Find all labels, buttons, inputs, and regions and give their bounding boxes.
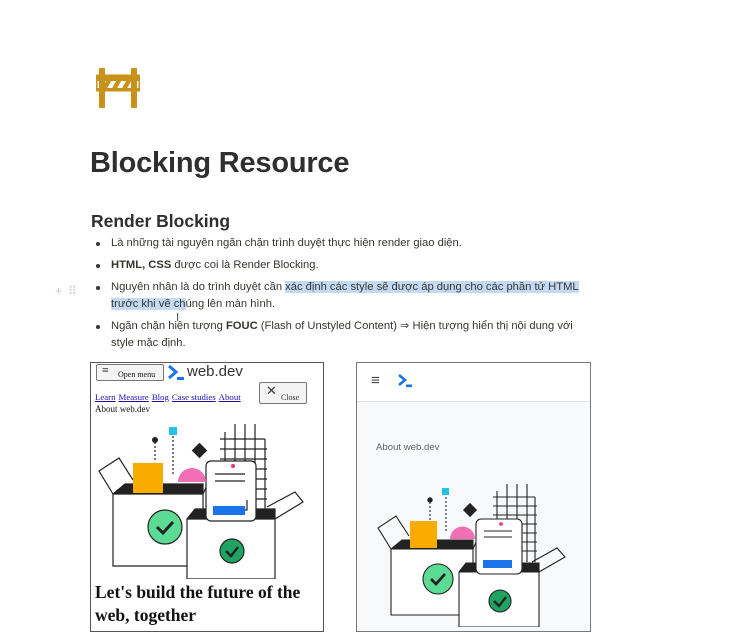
hero-illustration <box>98 424 304 579</box>
styled-page-screenshot[interactable]: ≡ About web.dev <box>356 362 591 632</box>
close-button: ✕ Close <box>259 382 307 404</box>
list-item[interactable]: Là những tài nguyên ngăn chặn trình duyệ… <box>93 235 593 252</box>
list-item[interactable]: Ngăn chặn hiện tượng FOUC (Flash of Unst… <box>93 318 593 352</box>
list-item[interactable]: Nguyên nhân là do trình duyệt cần xác đị… <box>93 279 593 313</box>
hamburger-icon: ≡ <box>102 363 109 377</box>
bullet-list: Là những tài nguyên ngăn chặn trình duyệ… <box>93 235 593 357</box>
header-bar: ≡ <box>357 363 590 402</box>
brand-name: web.dev <box>187 363 243 380</box>
drag-handle-icon[interactable]: ⠿ <box>68 284 77 298</box>
list-item[interactable]: HTML, CSS được coi là Render Blocking. <box>93 257 593 274</box>
webdev-logo-icon <box>398 374 412 388</box>
roadblock-icon <box>96 68 140 108</box>
page-title: Blocking Resource <box>90 147 350 179</box>
close-icon: ✕ <box>266 384 277 399</box>
text-cursor-icon: I <box>176 311 180 324</box>
hero-headline: Let's build the future of the web, toget… <box>95 582 301 625</box>
section-heading: Render Blocking <box>91 211 231 231</box>
webdev-logo-icon <box>168 364 184 380</box>
hamburger-icon: ≡ <box>371 372 380 389</box>
open-menu-button: ≡ Open menu <box>96 363 164 381</box>
hero-illustration <box>377 484 566 627</box>
block-handle[interactable]: + ⠿ <box>55 284 77 298</box>
about-text: About web.dev <box>376 442 440 453</box>
add-block-icon[interactable]: + <box>55 284 63 298</box>
about-link: About web.dev <box>95 404 150 414</box>
